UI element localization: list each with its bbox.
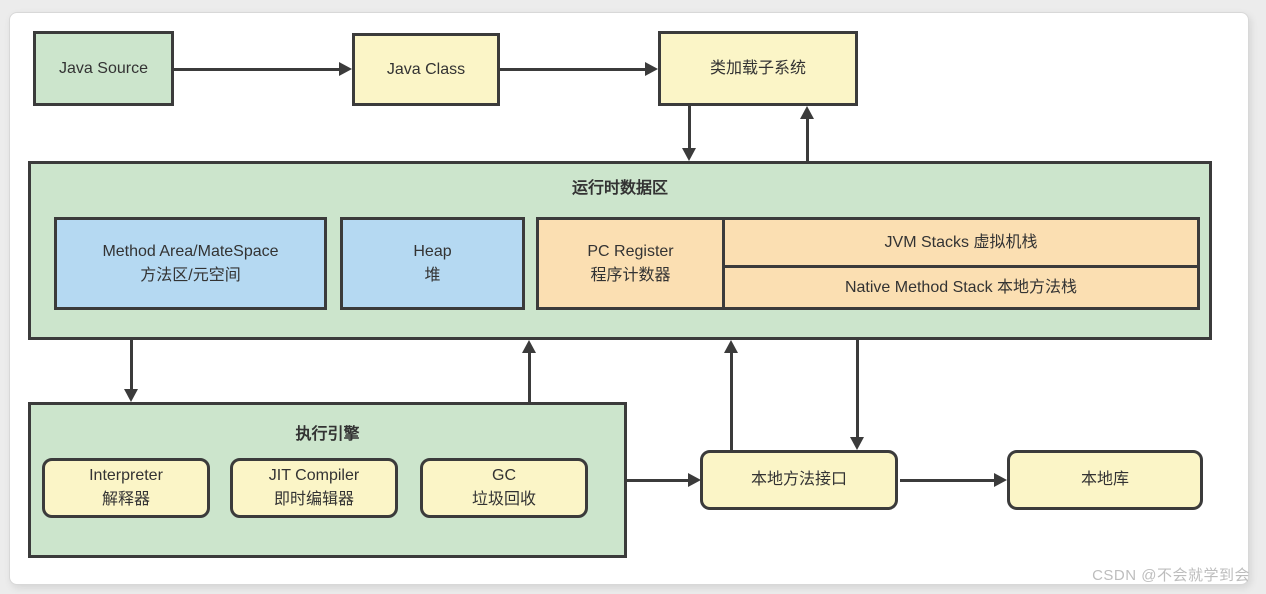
class-loader-subsystem-box: 类加载子系统 [658, 31, 858, 106]
java-source-label: Java Source [59, 59, 148, 77]
arrow-engine-to-nativeinterface-head-icon [688, 473, 701, 487]
arrow-runtime-to-nativeinterface-line [856, 340, 859, 437]
pc-register-label-zh: 程序计数器 [590, 266, 671, 284]
pc-register-label-en: PC Register [587, 242, 674, 260]
jvm-stacks-label: JVM Stacks 虚拟机栈 [884, 233, 1038, 251]
heap-label-en: Heap [413, 242, 452, 260]
arrow-nativeinterface-to-runtime-head-icon [724, 340, 738, 353]
arrow-runtime-to-classloader-line [806, 119, 809, 161]
native-method-interface-label: 本地方法接口 [750, 471, 847, 488]
arrow-runtime-to-nativeinterface-head-icon [850, 437, 864, 450]
jit-compiler-label-zh: 即时编辑器 [273, 491, 354, 508]
arrow-javaclass-to-classloader-head-icon [645, 62, 658, 76]
arrow-javaclass-to-classloader-line [500, 68, 645, 71]
gc-box: GC 垃圾回收 [420, 458, 588, 518]
class-loader-subsystem-label: 类加载子系统 [709, 59, 806, 77]
gc-label-en: GC [492, 467, 516, 484]
jvm-stacks-box: JVM Stacks 虚拟机栈 [722, 217, 1200, 268]
interpreter-label-en: Interpreter [89, 467, 163, 484]
interpreter-label-zh: 解释器 [101, 491, 150, 508]
java-class-label: Java Class [386, 60, 466, 78]
arrow-nativeinterface-to-nativelibrary-head-icon [994, 473, 1007, 487]
arrow-classloader-to-runtime-line [688, 106, 691, 149]
java-source-box: Java Source [33, 31, 174, 106]
gc-label-zh: 垃圾回收 [471, 491, 536, 508]
execution-engine-title: 执行引擎 [295, 426, 360, 443]
arrow-engine-to-runtime-line [528, 353, 531, 402]
jit-compiler-box: JIT Compiler 即时编辑器 [230, 458, 398, 518]
heap-box: Heap 堆 [340, 217, 525, 310]
arrow-javasource-to-javaclass-head-icon [339, 62, 352, 76]
arrow-nativeinterface-to-nativelibrary-line [900, 479, 994, 482]
pc-register-box: PC Register 程序计数器 [536, 217, 725, 310]
native-method-stack-box: Native Method Stack 本地方法栈 [722, 265, 1200, 310]
method-area-label-en: Method Area/MateSpace [102, 242, 279, 260]
interpreter-box: Interpreter 解释器 [42, 458, 210, 518]
arrow-runtime-to-engine-line [130, 340, 133, 390]
native-method-stack-label: Native Method Stack 本地方法栈 [844, 278, 1078, 296]
csdn-watermark: CSDN @不会就学到会 [1092, 567, 1250, 584]
native-library-box: 本地库 [1007, 450, 1203, 510]
arrow-nativeinterface-to-runtime-line [730, 353, 733, 450]
method-area-box: Method Area/MateSpace 方法区/元空间 [54, 217, 327, 310]
runtime-data-area-title: 运行时数据区 [571, 180, 668, 197]
arrow-runtime-to-classloader-head-icon [800, 106, 814, 119]
native-method-interface-box: 本地方法接口 [700, 450, 898, 510]
arrow-engine-to-nativeinterface-line [627, 479, 688, 482]
native-library-label: 本地库 [1080, 471, 1129, 488]
java-class-box: Java Class [352, 33, 500, 106]
arrow-classloader-to-runtime-head-icon [682, 148, 696, 161]
arrow-runtime-to-engine-head-icon [124, 389, 138, 402]
jit-compiler-label-en: JIT Compiler [268, 467, 360, 484]
arrow-engine-to-runtime-head-icon [522, 340, 536, 353]
arrow-javasource-to-javaclass-line [174, 68, 340, 71]
method-area-label-zh: 方法区/元空间 [140, 266, 241, 284]
heap-label-zh: 堆 [424, 266, 441, 284]
